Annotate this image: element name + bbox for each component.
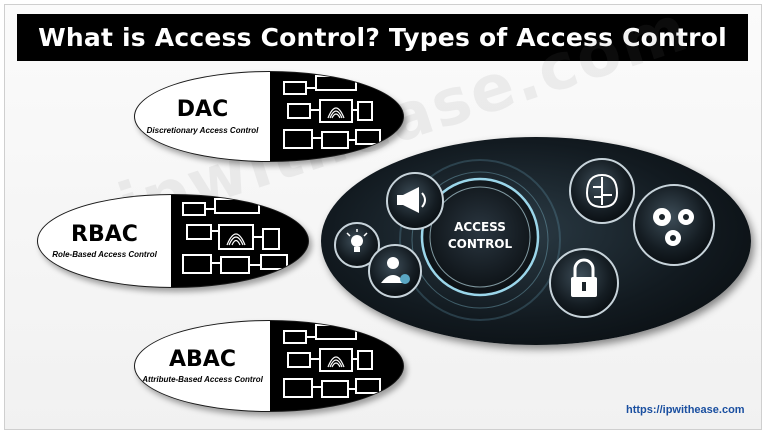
hub-graphic: ACCESS CONTROL (334, 158, 715, 321)
rbac-label: RBAC Role-Based Access Control (38, 195, 171, 287)
dac-full-name: Discretionary Access Control (146, 125, 259, 135)
rbac-abbr: RBAC (71, 221, 138, 247)
hub-line2: CONTROL (448, 237, 513, 251)
user-check-icon (381, 257, 410, 284)
abac-oval: ABAC Attribute-Based Access Control (134, 320, 404, 412)
fingerprint-icon (327, 107, 345, 119)
abac-device-icons (283, 324, 381, 398)
gears-icon (653, 208, 694, 246)
brain-icon (585, 173, 619, 209)
lightbulb-orb (334, 222, 380, 268)
hub-line1: ACCESS (454, 220, 506, 234)
megaphone-orb (386, 172, 444, 230)
megaphone-icon (397, 187, 426, 213)
abac-label: ABAC Attribute-Based Access Control (135, 321, 270, 411)
dac-oval: DAC Discretionary Access Control (134, 71, 404, 162)
abac-abbr: ABAC (169, 346, 236, 372)
dac-abbr: DAC (176, 97, 229, 123)
fingerprint-icon (226, 233, 246, 246)
access-control-hub: ACCESS CONTROL (321, 137, 751, 345)
fingerprint-icon (327, 356, 345, 368)
website-url[interactable]: https://ipwithease.com (626, 404, 745, 416)
rbac-full-name: Role-Based Access Control (52, 250, 157, 260)
abac-full-name: Attribute-Based Access Control (142, 375, 263, 385)
brain-orb (569, 158, 635, 224)
user-orb (368, 244, 422, 298)
padlock-icon (571, 258, 597, 297)
dac-label: DAC Discretionary Access Control (135, 72, 270, 161)
gears-orb (633, 184, 715, 266)
lightbulb-icon (346, 229, 368, 252)
rbac-device-icons (182, 198, 288, 274)
rbac-oval: RBAC Role-Based Access Control (37, 194, 309, 288)
page-title: What is Access Control? Types of Access … (17, 14, 748, 61)
dac-device-icons (283, 75, 381, 149)
title-text: What is Access Control? Types of Access … (38, 23, 727, 52)
padlock-orb (549, 248, 619, 318)
access-control-core: ACCESS CONTROL (420, 177, 540, 297)
